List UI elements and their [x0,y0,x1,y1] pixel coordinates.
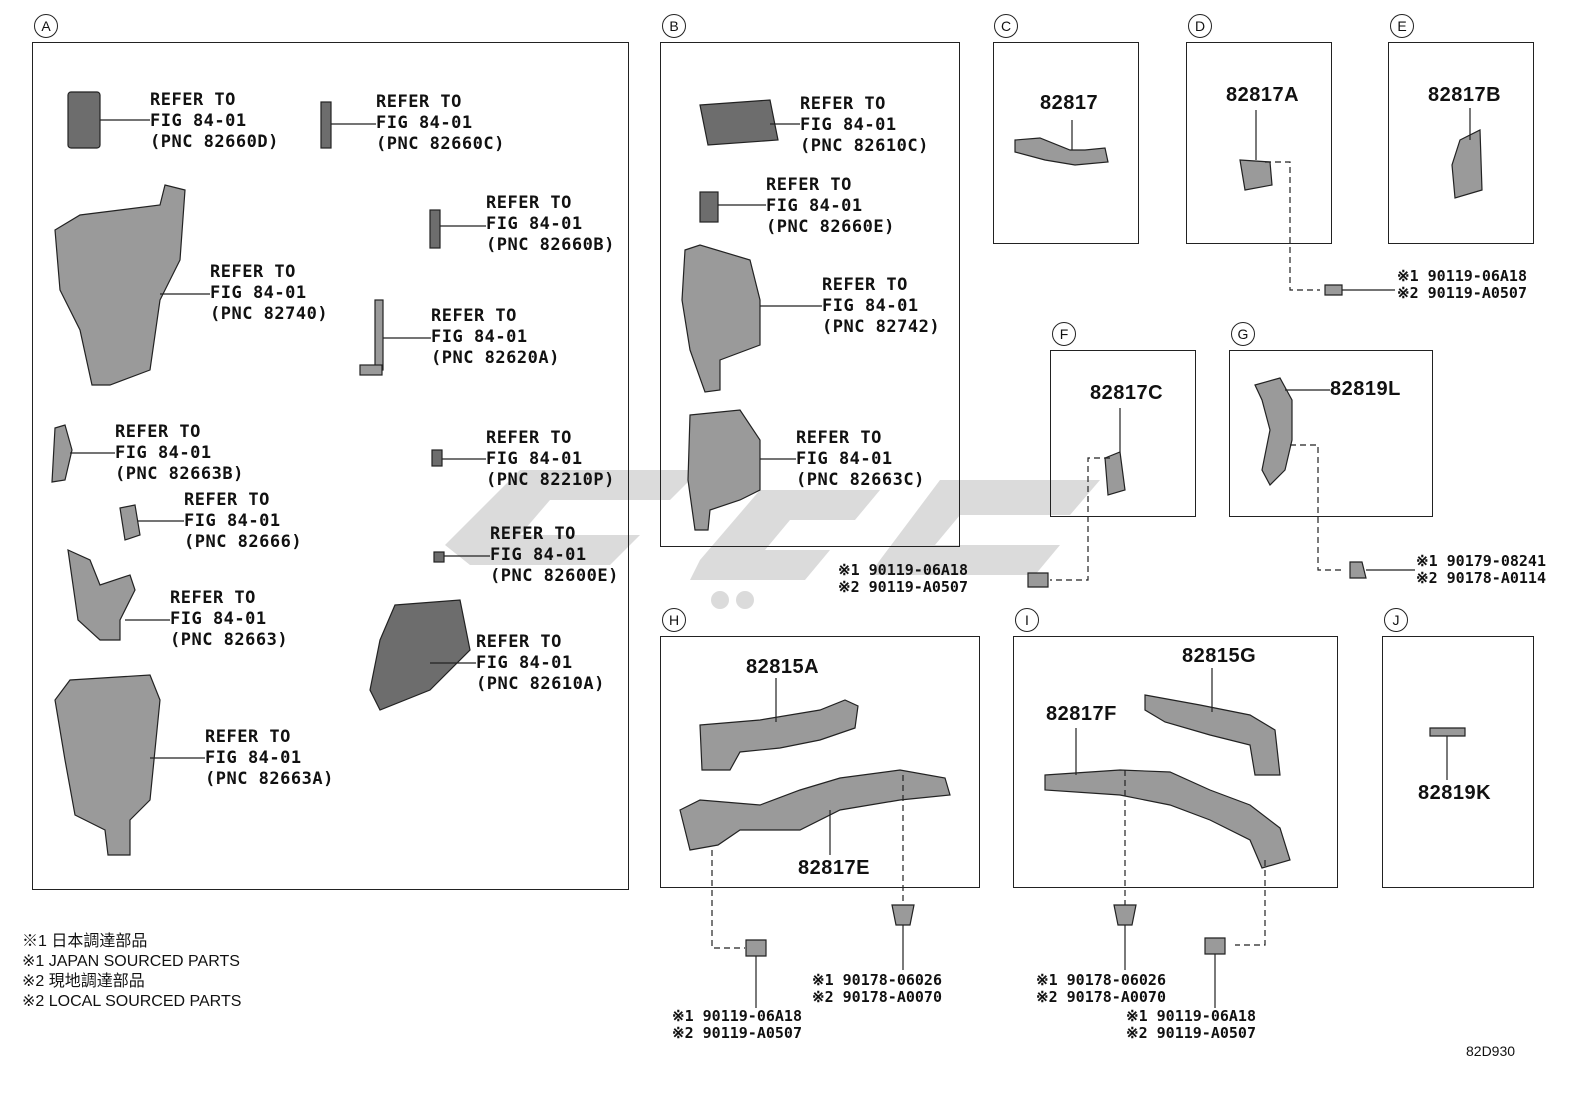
bracket-82740-illustration [54,184,186,386]
bracket-82817e-illustration [679,769,951,851]
section-letter-f: F [1052,322,1076,346]
section-h-frame [660,636,980,888]
section-letter-c: C [994,14,1018,38]
part-number-82815g[interactable]: 82815G [1182,645,1257,667]
fastener-g-label[interactable]: ※1 90179-08241※2 90178-A0114 [1416,552,1546,587]
legend: ※1 日本調達部品 ※1 JAPAN SOURCED PARTS ※2 現地調達部品… [22,932,241,1012]
cover-82666-illustration [119,504,141,541]
fastener-h1-label[interactable]: ※1 90119-06A18※2 90119-A0507 [672,1007,802,1042]
clip-h2-illustration [891,904,915,926]
section-b-frame [660,42,960,547]
bracket-82817a-illustration [1239,159,1273,191]
bolt-i2-illustration [1204,937,1226,955]
part-number-82819l[interactable]: 82819L [1330,378,1401,400]
part-number-82817f[interactable]: 82817F [1046,703,1117,725]
section-a-frame [32,42,629,890]
section-letter-j: J [1384,608,1408,632]
section-j-frame [1382,636,1534,888]
cover-82663c-illustration [687,409,761,531]
cover-82663a-illustration [54,674,161,856]
legend-line: ※1 日本調達部品 [22,933,148,950]
bolt-d-illustration [1324,284,1343,296]
fuse-block-82610a-illustration [369,599,471,711]
section-b-parts [681,99,822,531]
relay-82660c-illustration [320,101,332,149]
section-letter-d: D [1188,14,1212,38]
part-number-82817a[interactable]: 82817A [1226,84,1300,106]
section-f-frame [1050,350,1196,517]
bolt-h1-illustration [745,939,767,957]
part-number-82819k[interactable]: 82819K [1418,782,1492,804]
section-i-frame [1013,636,1338,888]
bracket-82817f-illustration [1044,769,1291,869]
clip-g-illustration [1349,561,1367,579]
section-h-parts [679,678,951,1008]
duct-82815a-illustration [699,699,859,771]
part-number-82817c[interactable]: 82817C [1090,382,1164,404]
clip-i1-illustration [1113,904,1137,926]
bracket-82819l-illustration [1254,377,1293,486]
part-number-82815a[interactable]: 82815A [746,656,820,678]
legend-line: ※2 現地調達部品 [22,973,145,990]
legend-line: ※2 LOCAL SOURCED PARTS [22,993,242,1010]
relay-82660e-illustration [699,191,719,223]
section-letter-g: G [1231,322,1255,346]
bracket-82817b-illustration [1451,129,1483,199]
part-number-82817b[interactable]: 82817B [1428,84,1502,106]
fastener-f-label[interactable]: ※1 90119-06A18※2 90119-A0507 [838,561,968,596]
part-number-82817e[interactable]: 82817E [798,857,870,879]
watermark-logo [445,470,1100,609]
relay-82600e-illustration [433,551,445,563]
fastener-d-label[interactable]: ※1 90119-06A18※2 90119-A0507 [1397,267,1527,302]
part-number-82817[interactable]: 82817 [1040,92,1099,114]
cover-82663b-illustration [51,424,73,483]
relay-82660b-illustration [429,209,441,249]
section-letter-h: H [662,608,686,632]
relay-82210p-illustration [431,449,443,467]
diagram-code: 82D930 [1466,1043,1516,1059]
duct-82815g-illustration [1144,694,1281,776]
fuse-block-82610c-illustration [699,99,779,146]
section-a-parts [51,91,490,856]
bracket-82817c-illustration [1104,451,1126,496]
section-c-g-parts [1014,108,1483,588]
legend-line: ※1 JAPAN SOURCED PARTS [22,953,240,970]
section-d-frame [1186,42,1332,244]
bolt-f-illustration [1027,572,1049,588]
section-letter-a: A [34,14,58,38]
cover-82663-illustration [67,549,136,641]
fastener-h2-label[interactable]: ※1 90178-06026※2 90178-A0070 [812,971,942,1006]
bracket-82742-illustration [681,244,761,393]
section-c-frame [993,42,1139,244]
section-j-parts [1429,727,1466,780]
bracket-82819k-illustration [1429,727,1466,737]
section-e-frame [1388,42,1534,244]
section-letter-i: I [1015,608,1039,632]
section-i-parts [1044,668,1291,1008]
section-letter-e: E [1390,14,1414,38]
fastener-i2-label[interactable]: ※1 90119-06A18※2 90119-A0507 [1126,1007,1256,1042]
bracket-82817-illustration [1014,137,1109,166]
section-letter-b: B [662,14,686,38]
section-g-frame [1229,350,1433,517]
fastener-i1-label[interactable]: ※1 90178-06026※2 90178-A0070 [1036,971,1166,1006]
